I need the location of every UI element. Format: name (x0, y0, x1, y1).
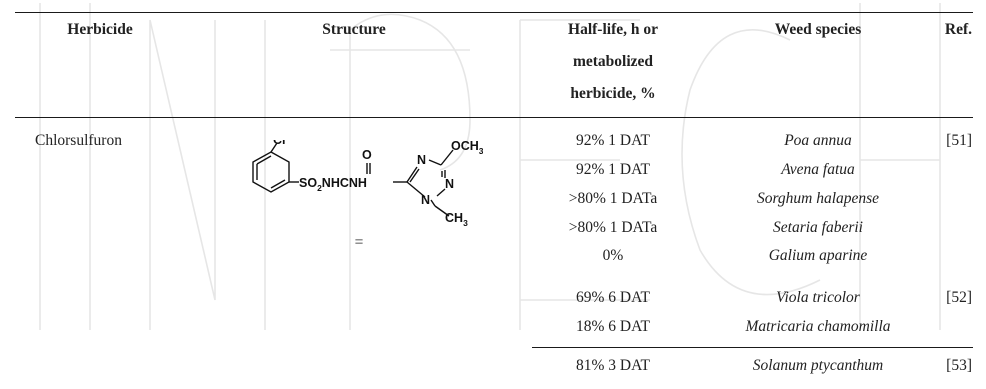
chem-n-top-label: N (417, 153, 426, 167)
weed-species: Poa annua (784, 132, 852, 149)
halflife-value: 0% (602, 247, 624, 264)
weed-species: Setaria faberii (773, 219, 863, 236)
weed-species: Matricaria chamomilla (745, 318, 891, 335)
weed-species: Viola tricolor (776, 289, 860, 306)
halflife-value: 92% 1 DAT (575, 161, 651, 178)
header-halflife-line1: Half-life, h or (568, 21, 658, 38)
structure-equals-sign: = (354, 234, 364, 251)
chem-cl-label: Cl (273, 140, 286, 147)
header-rule (15, 117, 973, 118)
header-halflife-line2: metabolized (572, 53, 654, 70)
halflife-value: >80% 1 DATa (568, 190, 658, 207)
chlorsulfuron-structure: Cl O SO2NHCNH N N N OCH3 CH3 (252, 140, 483, 228)
ref-citation: [52] (946, 289, 972, 306)
weed-species: Sorghum halapense (756, 190, 880, 207)
weed-species: Solanum ptycanthum (752, 357, 884, 374)
halflife-value: 18% 6 DAT (575, 318, 651, 335)
chem-och3-label: OCH3 (451, 140, 483, 156)
halflife-value: 81% 3 DAT (575, 357, 651, 374)
header-halflife-line3: herbicide, % (570, 85, 656, 102)
chem-so2-label: SO2NHCNH (299, 176, 367, 193)
chem-n-right-label: N (445, 177, 454, 191)
header-ref: Ref. (944, 21, 972, 38)
herbicide-name: Chlorsulfuron (35, 132, 122, 149)
weed-species: Avena fatua (781, 161, 855, 178)
header-herbicide: Herbicide (67, 21, 133, 38)
ref-citation: [53] (946, 357, 972, 374)
halflife-value: 69% 6 DAT (575, 289, 651, 306)
chem-n-bottom-label: N (421, 193, 430, 207)
halflife-value: 92% 1 DAT (575, 132, 651, 149)
top-rule (15, 12, 973, 13)
weed-species: Galium aparine (768, 247, 868, 264)
ref-citation: [51] (946, 132, 972, 149)
header-structure: Structure (322, 21, 386, 38)
group-separator-rule (532, 347, 973, 348)
chem-ch3-label: CH3 (445, 211, 468, 228)
header-weed-species: Weed species (774, 21, 862, 38)
chem-o-label: O (362, 148, 372, 162)
halflife-value: >80% 1 DATa (568, 219, 658, 236)
